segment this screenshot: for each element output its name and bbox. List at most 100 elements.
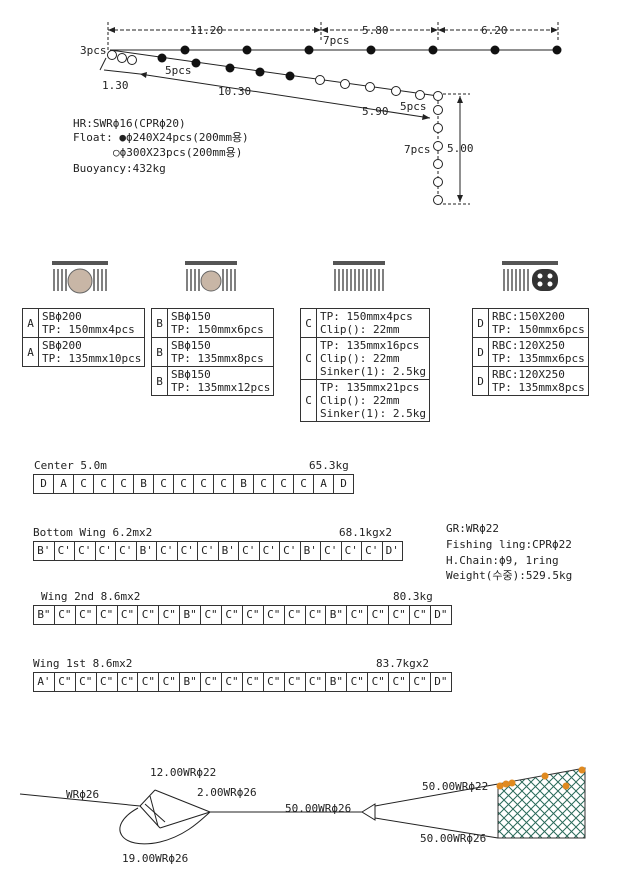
- strip-cell: C': [321, 542, 342, 560]
- strip-cell: C": [264, 606, 285, 624]
- strip-cell: C: [254, 475, 274, 493]
- strip-cell: C': [157, 542, 178, 560]
- section-wing1-weight: 83.7kgx2: [376, 657, 429, 670]
- spec-float: Float: ●ϕ240X24pcs(200mm용): [73, 131, 249, 144]
- strip-cell: C": [306, 606, 327, 624]
- strip-cell: D": [434, 608, 448, 621]
- strip-cell: C": [159, 606, 181, 624]
- strip-cell: C": [347, 606, 369, 624]
- strip-cell: C": [285, 673, 306, 691]
- gear-spec-1: Fishing ling:CPRϕ22: [446, 538, 572, 551]
- strip-cell: B": [34, 606, 55, 624]
- strip-cell: B": [180, 673, 202, 691]
- dim-mid-3: 5.90: [362, 105, 389, 118]
- gear-spec-2: H.Chain:ϕ9, 1ring: [446, 554, 559, 567]
- dim-mid-1: 1.30: [102, 79, 129, 92]
- strip-cell: B": [326, 606, 348, 624]
- strip-cell: B': [219, 542, 239, 560]
- type-letter: A: [22, 337, 39, 367]
- strip-cell: C: [94, 475, 114, 493]
- strip-cell: C: [274, 475, 294, 493]
- strip-cell: B': [137, 542, 157, 560]
- strip-cell: C: [74, 475, 94, 493]
- type-letter: D: [472, 337, 489, 367]
- strip-cell: B: [234, 475, 254, 493]
- section-bottom-wing-weight: 68.1kgx2: [339, 526, 392, 539]
- section-wing2-weight: 80.3kg: [393, 590, 433, 603]
- footrope-type-d-icon: [502, 261, 558, 291]
- strip-cell: C": [264, 673, 285, 691]
- strip-cell: D: [34, 475, 54, 493]
- strip-cell: C": [55, 673, 76, 691]
- rigging-diagram: WRϕ26 12.00WRϕ22 19.00WRϕ26 2.00WRϕ26 50…: [19, 766, 586, 865]
- type-letter: D: [472, 308, 489, 338]
- float-layout-diagram: 11.20 5.80 6.20 1.30 10.30 5.90 5.00 3pc…: [80, 22, 562, 205]
- strip-cell: C": [222, 606, 243, 624]
- strip-cell: B": [180, 606, 202, 624]
- type-letter: C: [300, 379, 317, 422]
- strip-cell: C": [243, 606, 264, 624]
- strip-cell: C: [114, 475, 134, 493]
- strip-cell: C": [285, 606, 306, 624]
- strip-cell: A: [54, 475, 74, 493]
- strip-cell: C": [368, 606, 390, 624]
- strip-cell: C': [55, 542, 75, 560]
- dim-top-3: 6.20: [481, 24, 508, 37]
- type-letter: B: [151, 337, 168, 367]
- strip-cell: C": [55, 606, 76, 624]
- strip-cell: C": [410, 606, 431, 624]
- strip-cell: D: [340, 477, 347, 490]
- strip-cell: C: [174, 475, 194, 493]
- type-letter: B: [151, 308, 168, 338]
- type-letter: D: [472, 366, 489, 396]
- section-center-label: Center 5.0m: [34, 459, 107, 472]
- section-center-weight: 65.3kg: [309, 459, 349, 472]
- strip-cell: C': [280, 542, 301, 560]
- strip-cell: C': [342, 542, 362, 560]
- strip-cell: D": [434, 675, 448, 688]
- strip-cell: C": [389, 606, 411, 624]
- strip-cell: C": [410, 673, 431, 691]
- label-warp: WRϕ26: [66, 788, 99, 801]
- strip-cell: C": [118, 606, 139, 624]
- footrope-type-a-icon: [52, 261, 108, 294]
- strip-cell: C': [75, 542, 96, 560]
- strip-cell: C': [239, 542, 260, 560]
- strip-cell: B': [34, 542, 55, 560]
- count-7pcs-top: 7pcs: [323, 34, 350, 47]
- strip-cell: C": [347, 673, 369, 691]
- strip-cell: A: [314, 475, 334, 493]
- strip-cell: C": [306, 673, 327, 691]
- count-5pcs-white: 5pcs: [400, 100, 427, 113]
- strip-cell: C': [198, 542, 219, 560]
- footrope-type-b-icon: [185, 261, 237, 292]
- section-bottom-wing-label: Bottom Wing 6.2mx2: [33, 526, 153, 539]
- section-wing2-label: Wing 2nd 8.6mx2: [41, 590, 141, 603]
- strip-cell: C: [294, 475, 314, 493]
- strip-cell: B": [326, 673, 348, 691]
- label-bridle: 2.00WRϕ26: [197, 786, 257, 799]
- strip-cell: C: [154, 475, 174, 493]
- dim-top-1: 11.20: [190, 24, 223, 37]
- strip-cell: C': [96, 542, 116, 560]
